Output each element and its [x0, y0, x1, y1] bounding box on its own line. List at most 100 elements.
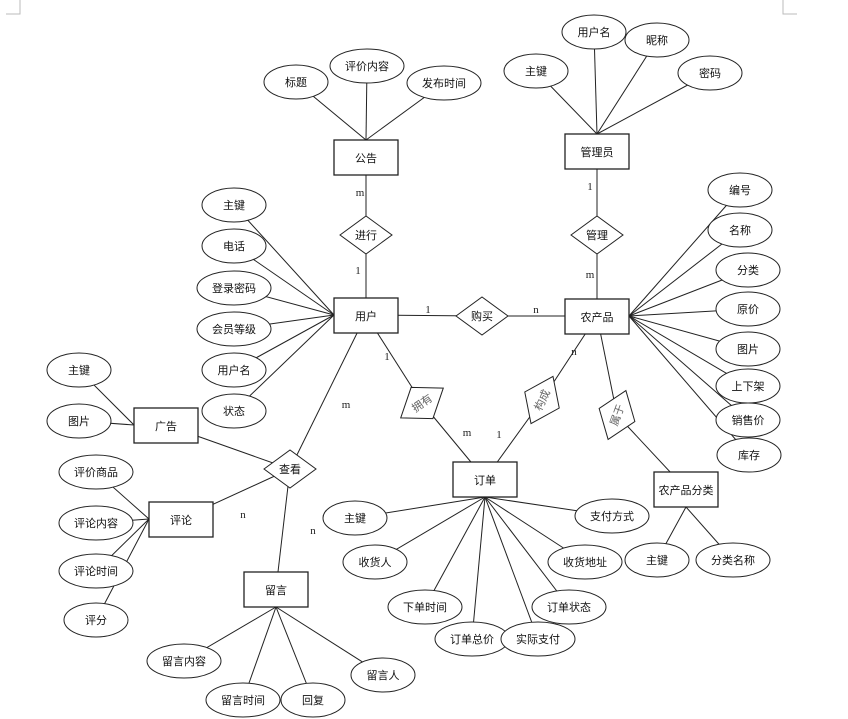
- attribute-ellipse: [715, 291, 781, 327]
- attribute-label: 订单总价: [450, 632, 494, 646]
- attribute-label: 会员等级: [212, 322, 256, 336]
- attribute-ellipse: [46, 352, 112, 388]
- attribute-product: 上下架: [715, 368, 781, 404]
- corner-mark-left: [6, 0, 21, 15]
- cardinality-label: m: [356, 187, 365, 199]
- attribute-ad: 图片: [46, 403, 112, 439]
- attribute-category: 主键: [624, 542, 690, 578]
- attribute-ellipse: [715, 331, 781, 367]
- cardinality-label: m: [463, 427, 472, 439]
- attribute-label: 分类: [737, 263, 759, 277]
- entity-label: 留言: [265, 584, 287, 597]
- attribute-comment: 评论时间: [58, 553, 134, 589]
- relationship-label: 管理: [586, 228, 608, 242]
- entity-box: [564, 133, 630, 170]
- attribute-label: 销售价: [732, 413, 765, 427]
- attribute-product: 原价: [715, 291, 781, 327]
- attribute-label: 原价: [737, 303, 759, 316]
- entity-box: [333, 297, 399, 334]
- entity-message: 留言: [243, 571, 309, 608]
- cardinality-label: 1: [496, 429, 502, 441]
- entity-label: 管理员: [581, 145, 614, 159]
- entity-label: 公告: [355, 152, 377, 165]
- relationship-manage: 管理: [570, 215, 624, 255]
- attribute-ellipse: [561, 14, 627, 50]
- attribute-line: [424, 496, 486, 608]
- attribute-order: 实际支付: [500, 621, 576, 657]
- attribute-label: 上下架: [732, 380, 765, 393]
- attribute-ellipse: [280, 682, 346, 718]
- attribute-announcement: 发布时间: [406, 65, 482, 101]
- attribute-comment: 评分: [63, 602, 129, 638]
- attribute-label: 订单状态: [547, 600, 591, 614]
- attribute-ellipse: [342, 544, 408, 580]
- attribute-product: 分类: [715, 252, 781, 288]
- attribute-message: 留言人: [350, 657, 416, 693]
- relationship-diamond: [263, 449, 317, 489]
- attribute-announcement: 标题: [263, 64, 329, 100]
- relationship-diamond: [524, 375, 560, 425]
- attribute-message: 留言内容: [146, 643, 222, 679]
- attribute-ellipse: [329, 48, 405, 84]
- attribute-line: [233, 204, 335, 316]
- attribute-label: 名称: [729, 223, 751, 237]
- attribute-label: 图片: [68, 415, 90, 428]
- attribute-ellipse: [677, 55, 743, 91]
- attribute-order: 收货地址: [547, 544, 623, 580]
- relationship-line: [289, 314, 367, 470]
- attribute-user: 电话: [201, 228, 267, 264]
- relationship-view: 查看: [263, 449, 317, 489]
- entity-product: 农产品: [564, 298, 630, 335]
- attribute-line: [233, 314, 335, 412]
- attribute-ellipse: [707, 212, 773, 248]
- entity-category: 农产品分类: [653, 471, 719, 508]
- attribute-ellipse: [715, 402, 781, 438]
- attribute-announcement: 评价内容: [329, 48, 405, 84]
- attribute-ellipse: [196, 270, 272, 306]
- attribute-label: 实际支付: [516, 632, 560, 646]
- relationship-label: 进行: [355, 229, 377, 242]
- entity-comment: 评论: [148, 501, 214, 538]
- attribute-label: 收货地址: [563, 555, 607, 569]
- attribute-ellipse: [695, 542, 771, 578]
- entity-announcement: 公告: [333, 139, 399, 176]
- attribute-label: 评论时间: [74, 564, 118, 578]
- cardinality-label: 1: [425, 304, 431, 316]
- attribute-ellipse: [58, 505, 134, 541]
- attribute-label: 密码: [699, 66, 721, 80]
- attribute-label: 标题: [285, 75, 307, 89]
- attribute-ad: 主键: [46, 352, 112, 388]
- attribute-ellipse: [46, 403, 112, 439]
- entity-label: 农产品分类: [659, 483, 714, 497]
- cardinality-label: 1: [384, 351, 390, 363]
- entity-box: [452, 461, 518, 498]
- entity-box: [564, 298, 630, 335]
- attribute-label: 主键: [68, 363, 90, 377]
- attribute-label: 昵称: [646, 33, 668, 47]
- cardinality-label: n: [533, 304, 539, 316]
- attribute-ellipse: [624, 542, 690, 578]
- attribute-label: 留言人: [367, 669, 400, 682]
- attribute-order: 收货人: [342, 544, 408, 580]
- entity-admin: 管理员: [564, 133, 630, 170]
- attribute-label: 支付方式: [590, 509, 634, 523]
- cardinality-label: m: [586, 269, 595, 281]
- attribute-ellipse: [350, 657, 416, 693]
- attribute-label: 状态: [223, 404, 245, 418]
- attribute-label: 留言内容: [162, 654, 206, 668]
- cardinality-label: 1: [587, 181, 593, 193]
- corner-mark-right: [782, 0, 797, 15]
- attribute-ellipse: [531, 589, 607, 625]
- relationship-compose: 构成: [524, 375, 560, 425]
- entity-box: [333, 139, 399, 176]
- attribute-ellipse: [624, 22, 690, 58]
- relationship-conduct: 进行: [339, 215, 393, 255]
- attribute-ellipse: [716, 437, 782, 473]
- attribute-user: 登录密码: [196, 270, 272, 306]
- attribute-line: [471, 496, 486, 640]
- attribute-label: 下单时间: [403, 601, 447, 614]
- attribute-ellipse: [500, 621, 576, 657]
- attribute-label: 评价内容: [345, 59, 389, 73]
- entity-ad: 广告: [133, 407, 199, 444]
